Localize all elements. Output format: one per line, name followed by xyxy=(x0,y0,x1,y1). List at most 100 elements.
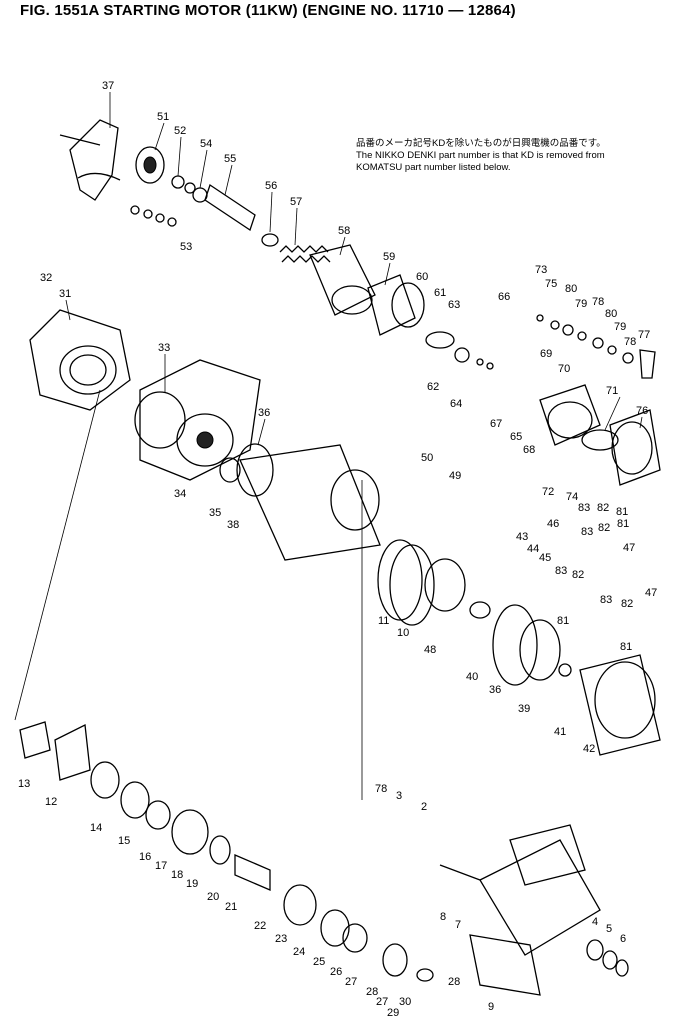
part-number-note: 品番のメーカ記号KDを除いたものが日興電機の品番です。 The NIKKO DE… xyxy=(356,138,606,174)
leader-lines xyxy=(65,92,643,446)
armature xyxy=(439,824,629,996)
callout-15: 15 xyxy=(118,835,130,847)
callout-77: 77 xyxy=(638,329,650,341)
callout-3: 3 xyxy=(396,790,402,802)
callout-12: 12 xyxy=(45,796,57,808)
callout-44: 44 xyxy=(527,543,539,555)
callout-21: 21 xyxy=(225,901,237,913)
callout-46: 46 xyxy=(547,518,559,530)
callout-20: 20 xyxy=(207,891,219,903)
callout-82b: 82 xyxy=(598,522,610,534)
solenoid-spring xyxy=(279,245,331,263)
callout-26: 26 xyxy=(330,966,342,978)
callout-57: 57 xyxy=(290,196,302,208)
callout-60: 60 xyxy=(416,271,428,283)
callout-36b: 36 xyxy=(489,684,501,696)
callout-71: 71 xyxy=(606,385,618,397)
callout-79: 79 xyxy=(575,298,587,310)
callout-37: 37 xyxy=(102,80,114,92)
callout-62: 62 xyxy=(427,381,439,393)
callout-74: 74 xyxy=(566,491,578,503)
callout-55: 55 xyxy=(224,153,236,165)
callout-42: 42 xyxy=(583,743,595,755)
callout-53: 53 xyxy=(180,241,192,253)
lever-assembly xyxy=(59,119,177,227)
note-line-english-1: The NIKKO DENKI part number is that KD i… xyxy=(356,150,605,161)
callout-17: 17 xyxy=(155,860,167,872)
callout-27: 27 xyxy=(345,976,357,988)
yoke-body xyxy=(219,443,381,561)
callout-7: 7 xyxy=(455,919,461,931)
callout-75: 75 xyxy=(545,278,557,290)
callout-11: 11 xyxy=(378,615,389,627)
callout-35: 35 xyxy=(209,507,221,519)
callout-66: 66 xyxy=(498,291,510,303)
callout-83b: 83 xyxy=(581,526,593,538)
callout-82: 82 xyxy=(597,502,609,514)
callout-81: 81 xyxy=(616,506,628,518)
callout-54: 54 xyxy=(200,138,212,150)
callout-30: 30 xyxy=(399,996,411,1008)
pinion-clutch-train xyxy=(19,721,434,982)
callout-78: 78 xyxy=(592,296,604,308)
callout-82c: 82 xyxy=(572,569,584,581)
callout-38: 38 xyxy=(227,519,239,531)
callout-83d: 83 xyxy=(600,594,612,606)
drive-housing xyxy=(29,309,131,411)
callout-63: 63 xyxy=(448,299,460,311)
callout-28: 28 xyxy=(366,986,378,998)
callout-83c: 83 xyxy=(555,565,567,577)
callout-4: 4 xyxy=(592,916,598,928)
callout-39: 39 xyxy=(518,703,530,715)
terminal-hardware xyxy=(536,314,656,379)
callout-19: 19 xyxy=(186,878,198,890)
callout-68: 68 xyxy=(523,444,535,456)
callout-45: 45 xyxy=(539,552,551,564)
callout-80: 80 xyxy=(565,283,577,295)
callout-18: 18 xyxy=(171,869,183,881)
callout-47b: 47 xyxy=(645,587,657,599)
callout-31: 31 xyxy=(59,288,71,300)
callout-13: 13 xyxy=(18,778,30,790)
callout-72: 72 xyxy=(542,486,554,498)
callout-6: 6 xyxy=(620,933,626,945)
callout-79b: 79 xyxy=(614,321,626,333)
callout-73: 73 xyxy=(535,264,547,276)
switch-cover xyxy=(367,274,494,370)
callout-10: 10 xyxy=(397,627,409,639)
field-coil-rings xyxy=(377,539,572,686)
callout-24: 24 xyxy=(293,946,305,958)
plunger-parts xyxy=(135,146,279,247)
callout-9: 9 xyxy=(488,1001,494,1013)
callout-32: 32 xyxy=(40,272,52,284)
callout-47: 47 xyxy=(623,542,635,554)
callout-41: 41 xyxy=(554,726,566,738)
callout-40: 40 xyxy=(466,671,478,683)
front-bracket xyxy=(134,359,261,481)
callout-16: 16 xyxy=(139,851,151,863)
callout-67: 67 xyxy=(490,418,502,430)
callout-22: 22 xyxy=(254,920,266,932)
callout-33: 33 xyxy=(158,342,170,354)
callout-27b: 27 xyxy=(376,996,388,1008)
callout-78c: 78 xyxy=(375,783,387,795)
callout-83: 83 xyxy=(578,502,590,514)
callout-34: 34 xyxy=(174,488,186,500)
callout-56: 56 xyxy=(265,180,277,192)
callout-49: 49 xyxy=(449,470,461,482)
callout-82d: 82 xyxy=(621,598,633,610)
callout-29: 29 xyxy=(387,1007,399,1018)
callout-52: 52 xyxy=(174,125,186,137)
callout-80b: 80 xyxy=(605,308,617,320)
callout-23: 23 xyxy=(275,933,287,945)
figure-title: FIG. 1551A STARTING MOTOR (11KW) (ENGINE… xyxy=(20,2,516,19)
callout-labels: 37 51 52 54 55 53 56 57 58 59 60 61 63 6… xyxy=(18,80,657,1018)
callout-5: 5 xyxy=(606,923,612,935)
note-line-english-2: KOMATSU part number listed below. xyxy=(356,162,511,173)
callout-28b: 28 xyxy=(448,976,460,988)
callout-81b: 81 xyxy=(617,518,629,530)
callout-81d: 81 xyxy=(620,641,632,653)
rear-cover xyxy=(579,654,661,756)
callout-50: 50 xyxy=(421,452,433,464)
